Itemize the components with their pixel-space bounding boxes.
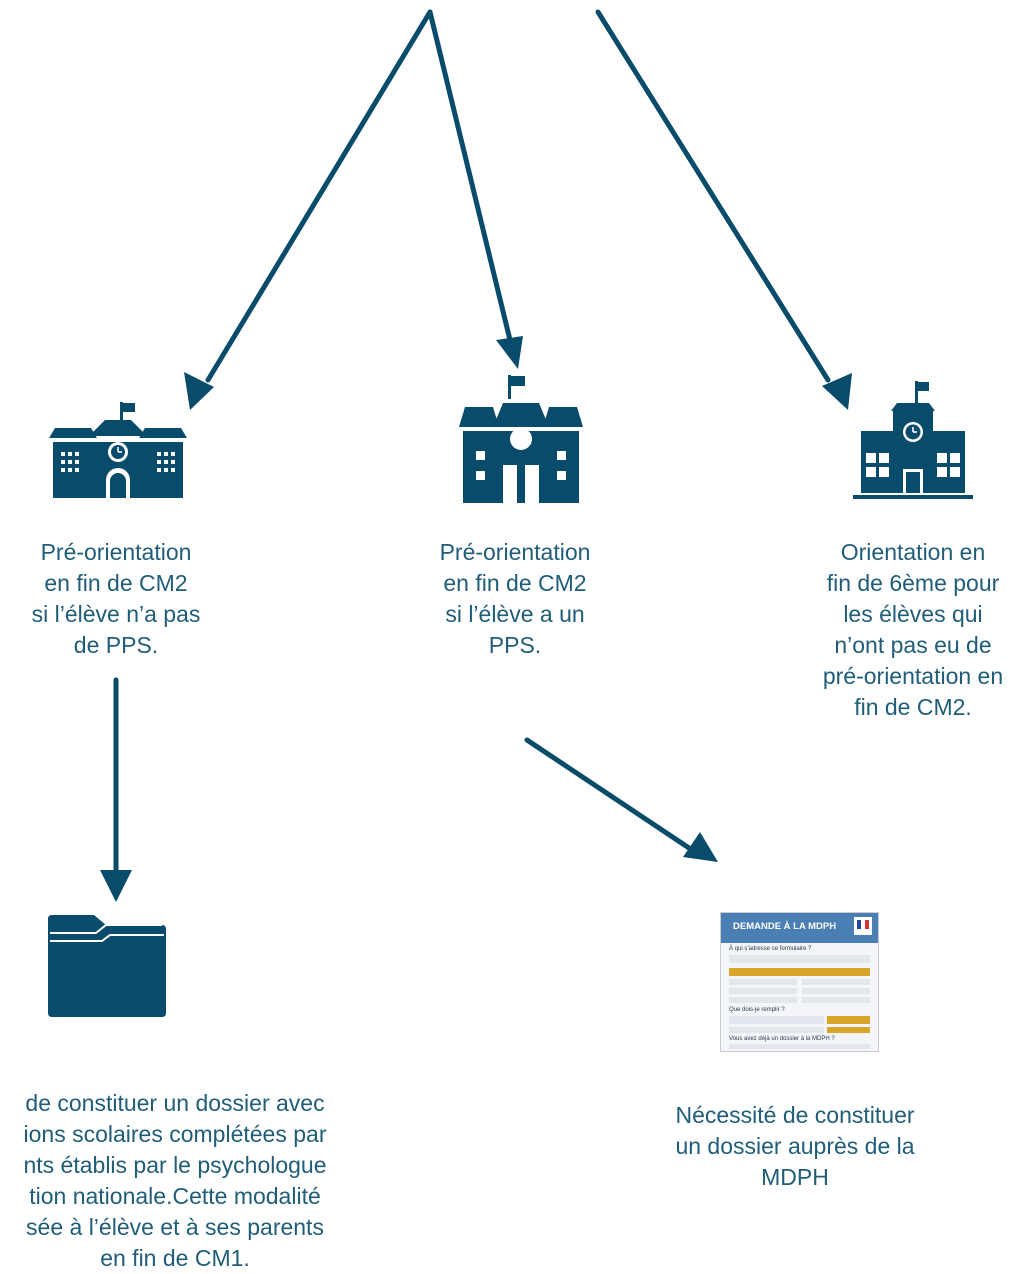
mdph-form-document-icon: DEMANDE À LA MDPH À qui s’adresse ce for… xyxy=(720,912,879,1052)
dossier-label: de constituer un dossier avec ions scola… xyxy=(23,1090,327,1271)
arrow-to-left-school xyxy=(205,9,433,383)
school-building-middle-icon xyxy=(459,375,583,503)
arrowhead-middle-school xyxy=(496,336,523,369)
mdph-form-section-2: Que dois-je remplir ? xyxy=(729,1007,785,1013)
folder-icon xyxy=(48,915,166,1017)
arrowhead-right-school xyxy=(822,373,852,410)
left-school-label: Pré-orientation en fin de CM2 si l’élève… xyxy=(31,539,201,658)
arrowhead-folder xyxy=(100,870,132,902)
arrowhead-left-school xyxy=(184,372,214,410)
mdph-form-section-3: Vous avez déjà un dossier à la MDPH ? xyxy=(729,1036,835,1042)
mdph-form-section-1: À qui s’adresse ce formulaire ? xyxy=(729,946,812,952)
mdph-form-header: DEMANDE À LA MDPH xyxy=(721,913,878,943)
mdph-form-title: DEMANDE À LA MDPH xyxy=(733,921,837,932)
right-school-label: Orientation en fin de 6ème pour les élèv… xyxy=(822,539,1004,720)
school-building-left-icon xyxy=(49,402,187,498)
arrow-to-mdph xyxy=(524,737,695,853)
arrow-to-middle-school xyxy=(427,9,513,343)
french-republic-logo xyxy=(854,917,872,935)
middle-school-label: Pré-orientation en fin de CM2 si l’élève… xyxy=(439,539,591,658)
arrowhead-mdph xyxy=(683,832,718,862)
arrow-to-right-school xyxy=(595,9,831,383)
mdph-label: Nécessité de constituer un dossier auprè… xyxy=(675,1102,915,1190)
school-building-right-icon xyxy=(853,381,973,499)
